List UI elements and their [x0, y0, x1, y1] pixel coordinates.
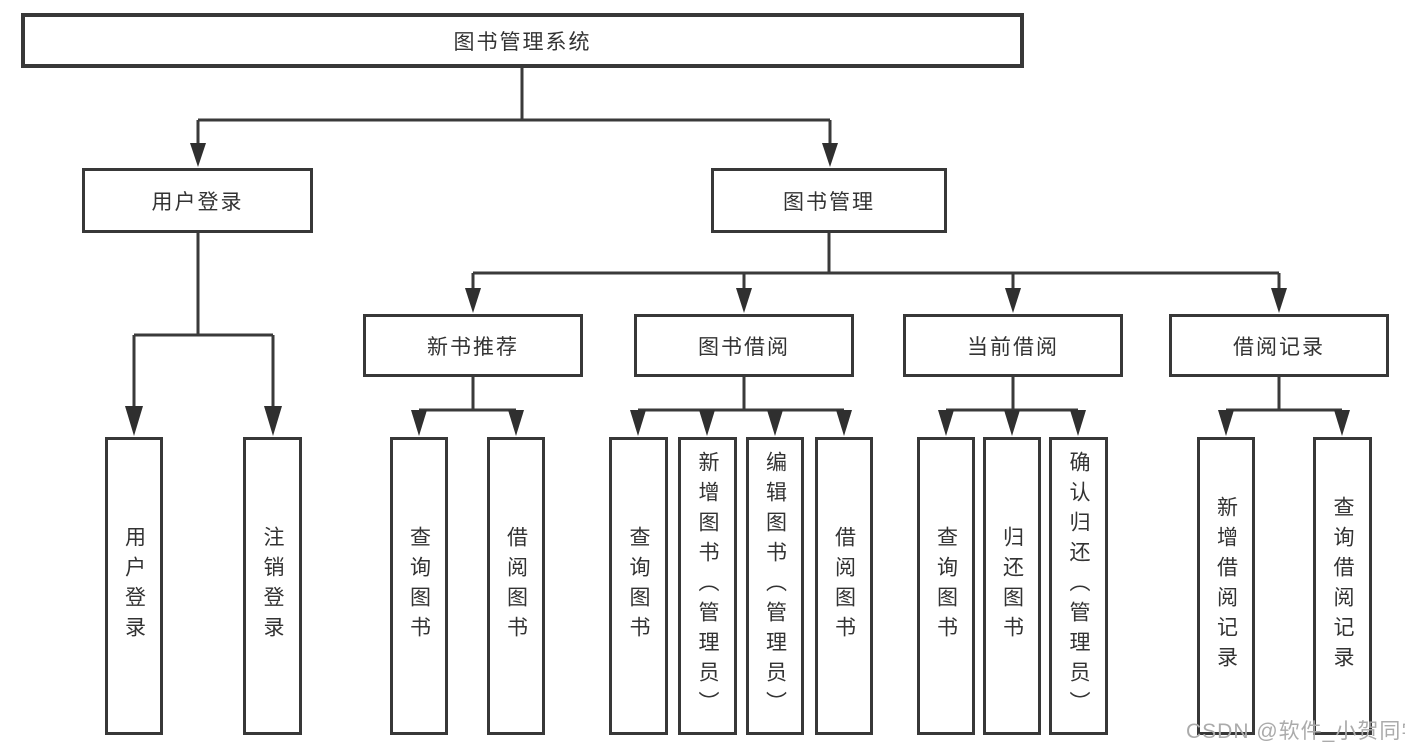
node-logout: 注销登录: [243, 437, 302, 735]
node-query-borrow-record-label: 查询借阅记录: [1331, 496, 1354, 676]
node-book-borrowing: 图书借阅: [634, 314, 854, 377]
node-query-books-current: 查询图书: [917, 437, 975, 735]
node-borrowing-records: 借阅记录: [1169, 314, 1389, 377]
node-user-login-group: 用户登录: [82, 168, 313, 233]
node-query-books-borrowing: 查询图书: [609, 437, 668, 735]
node-library-system-label: 图书管理系统: [453, 30, 592, 54]
node-borrowing-records-label: 借阅记录: [1233, 335, 1325, 359]
node-borrow-books-recommend-label: 借阅图书: [504, 526, 528, 646]
node-return-books: 归还图书: [983, 437, 1041, 735]
csdn-watermark: CSDN @软件_小贺同学: [1186, 720, 1405, 743]
node-add-books-admin: 新增图书（管理员）: [678, 437, 737, 735]
node-borrow-books: 借阅图书: [815, 437, 873, 735]
node-book-management-label: 图书管理: [783, 190, 875, 214]
node-add-borrow-record: 新增借阅记录: [1197, 437, 1255, 735]
node-user-login: 用户登录: [105, 437, 163, 735]
node-user-login-group-label: 用户登录: [151, 190, 244, 214]
node-new-book-recommend: 新书推荐: [363, 314, 583, 377]
node-user-login-label: 用户登录: [122, 526, 146, 646]
node-current-borrowing-label: 当前借阅: [967, 335, 1059, 359]
node-query-books-recommend: 查询图书: [390, 437, 448, 735]
node-logout-label: 注销登录: [261, 526, 284, 646]
node-new-book-recommend-label: 新书推荐: [427, 335, 519, 359]
node-edit-books-admin-label: 编辑图书（管理员）: [763, 451, 787, 721]
node-query-borrow-record: 查询借阅记录: [1313, 437, 1372, 735]
node-library-system: 图书管理系统: [21, 13, 1024, 68]
node-confirm-return-admin: 确认归还（管理员）: [1049, 437, 1108, 735]
node-current-borrowing: 当前借阅: [903, 314, 1123, 377]
node-book-borrowing-label: 图书借阅: [698, 335, 790, 359]
node-book-management: 图书管理: [711, 168, 947, 233]
node-borrow-books-recommend: 借阅图书: [487, 437, 545, 735]
node-return-books-label: 归还图书: [1000, 526, 1024, 646]
node-add-borrow-record-label: 新增借阅记录: [1214, 496, 1238, 676]
node-query-books-current-label: 查询图书: [934, 526, 958, 646]
node-borrow-books-label: 借阅图书: [832, 526, 856, 646]
node-add-books-admin-label: 新增图书（管理员）: [696, 451, 719, 721]
node-confirm-return-admin-label: 确认归还（管理员）: [1067, 451, 1090, 721]
node-edit-books-admin: 编辑图书（管理员）: [746, 437, 804, 735]
node-query-books-recommend-label: 查询图书: [407, 526, 431, 646]
node-query-books-borrowing-label: 查询图书: [627, 526, 650, 646]
